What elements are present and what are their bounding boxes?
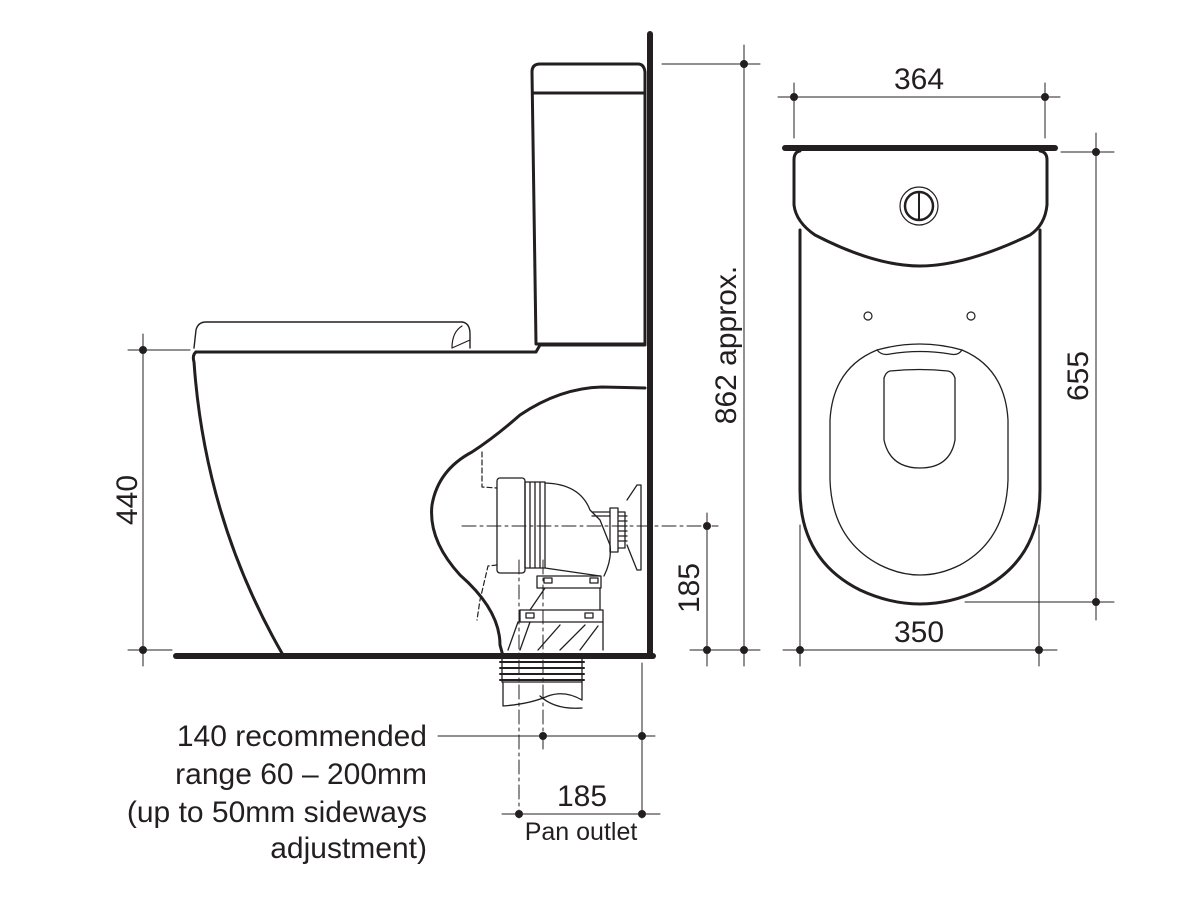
note-line-1: 140 recommended	[177, 720, 427, 753]
side-view	[127, 31, 761, 819]
pan-connector	[496, 477, 642, 709]
cistern-side	[530, 62, 647, 346]
dim-seat-height	[127, 333, 191, 667]
dim-overall-depth	[964, 132, 1115, 621]
dim-inlet-height	[689, 512, 761, 667]
label-overall-depth: 655	[1062, 351, 1095, 401]
dim-140-recommended	[437, 662, 656, 819]
bowl-opening	[883, 368, 956, 469]
flush-button-icon	[899, 186, 939, 226]
pan-top-outline	[798, 228, 1042, 606]
dim-overall-height	[661, 44, 761, 667]
label-overall-height: 862 approx.	[710, 266, 743, 424]
label-inlet-height: 185	[673, 563, 706, 613]
seat-lid-side	[193, 321, 471, 349]
top-view	[777, 82, 1115, 667]
dim-cistern-width	[777, 82, 1061, 139]
seat-fixing-hole-left	[863, 311, 873, 321]
note-line-4: adjustment)	[270, 832, 427, 865]
pan-back-contour	[430, 385, 647, 658]
label-pan-outlet: Pan outlet	[525, 818, 638, 846]
seat-fixing-hole-right	[966, 311, 976, 321]
pan-front-curve	[191, 350, 285, 657]
cistern-top	[792, 149, 1049, 268]
note-line-2: range 60 – 200mm	[175, 758, 427, 791]
label-pan-width: 350	[894, 616, 944, 649]
dim-pan-outlet	[501, 810, 661, 818]
label-seat-height: 440	[111, 475, 144, 525]
pan-top-line	[194, 343, 647, 354]
dim-pan-width	[782, 524, 1058, 667]
note-line-3: (up to 50mm sideways	[127, 796, 427, 829]
seat-ring	[829, 343, 1009, 576]
label-cistern-width: 364	[894, 63, 944, 96]
label-pan-outlet-dim: 185	[557, 780, 607, 813]
